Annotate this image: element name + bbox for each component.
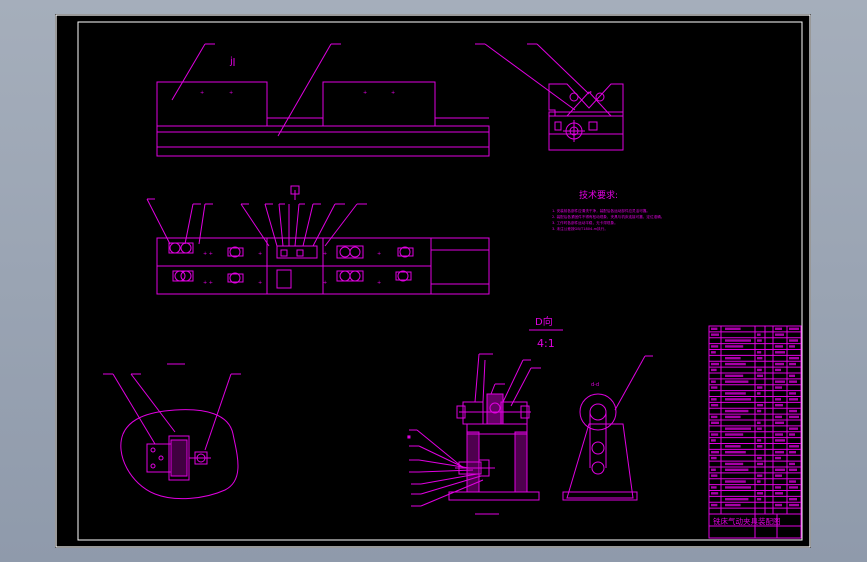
view-d-title: D向 [535,315,553,328]
front-view: j + + + + [156,43,490,157]
cad-drawing: j + + + + ▸ [55,14,811,548]
technical-requirements: 技术要求: 1. 安装前各部件应清洗干净，装配后各运动部件应灵活可靠。 2. 装… [552,189,664,231]
tech-note-1: 1. 安装前各部件应清洗干净，装配后各运动部件应灵活可靠。 [552,208,650,213]
section-view: ■ [407,353,541,515]
svg-text:+: + [200,90,204,96]
svg-text:+: + [363,90,367,96]
view-d-scale: 4:1 [537,337,555,350]
detail-view [103,363,241,500]
tech-note-4: 3. 未注公差按GB/T1804-m执行。 [552,226,608,231]
outer-frame [55,14,811,548]
drawing-sheet: j + + + + ▸ [55,14,811,548]
section-mark-top: j [229,56,233,67]
svg-text:+: + [323,251,327,257]
svg-text:+: + [323,280,327,286]
title-block: 铣床气动夹具装配图 [708,325,802,539]
svg-text:■: ■ [407,434,411,439]
svg-text:+: + [391,90,395,96]
svg-text:+: + [377,280,381,286]
inner-frame [77,21,803,541]
bracket-view: d-d [562,355,653,501]
tech-requirements-title: 技术要求: [579,189,618,201]
svg-text:+: + [258,280,262,286]
tech-note-2: 2. 装配后各紧固件不得有松动现象，夹具与机床连接可靠，定位准确。 [552,214,664,219]
svg-text:+ +: + + [203,251,213,257]
svg-text:d-d: d-d [591,382,599,388]
svg-text:+: + [229,90,233,96]
tech-note-3: 3. 工作时各部件运动平稳，无卡滞现象。 [552,220,618,225]
svg-text:▸: ▸ [590,89,592,94]
side-view: ▸ [475,43,624,151]
title-block-name: 铣床气动夹具装配图 [713,516,781,526]
svg-text:+: + [258,251,262,257]
svg-text:+: + [377,251,381,257]
plan-view: + + + + + + + + + + [146,185,490,295]
svg-text:+ +: + + [203,280,213,286]
view-d-label: D向 4:1 [529,315,563,350]
